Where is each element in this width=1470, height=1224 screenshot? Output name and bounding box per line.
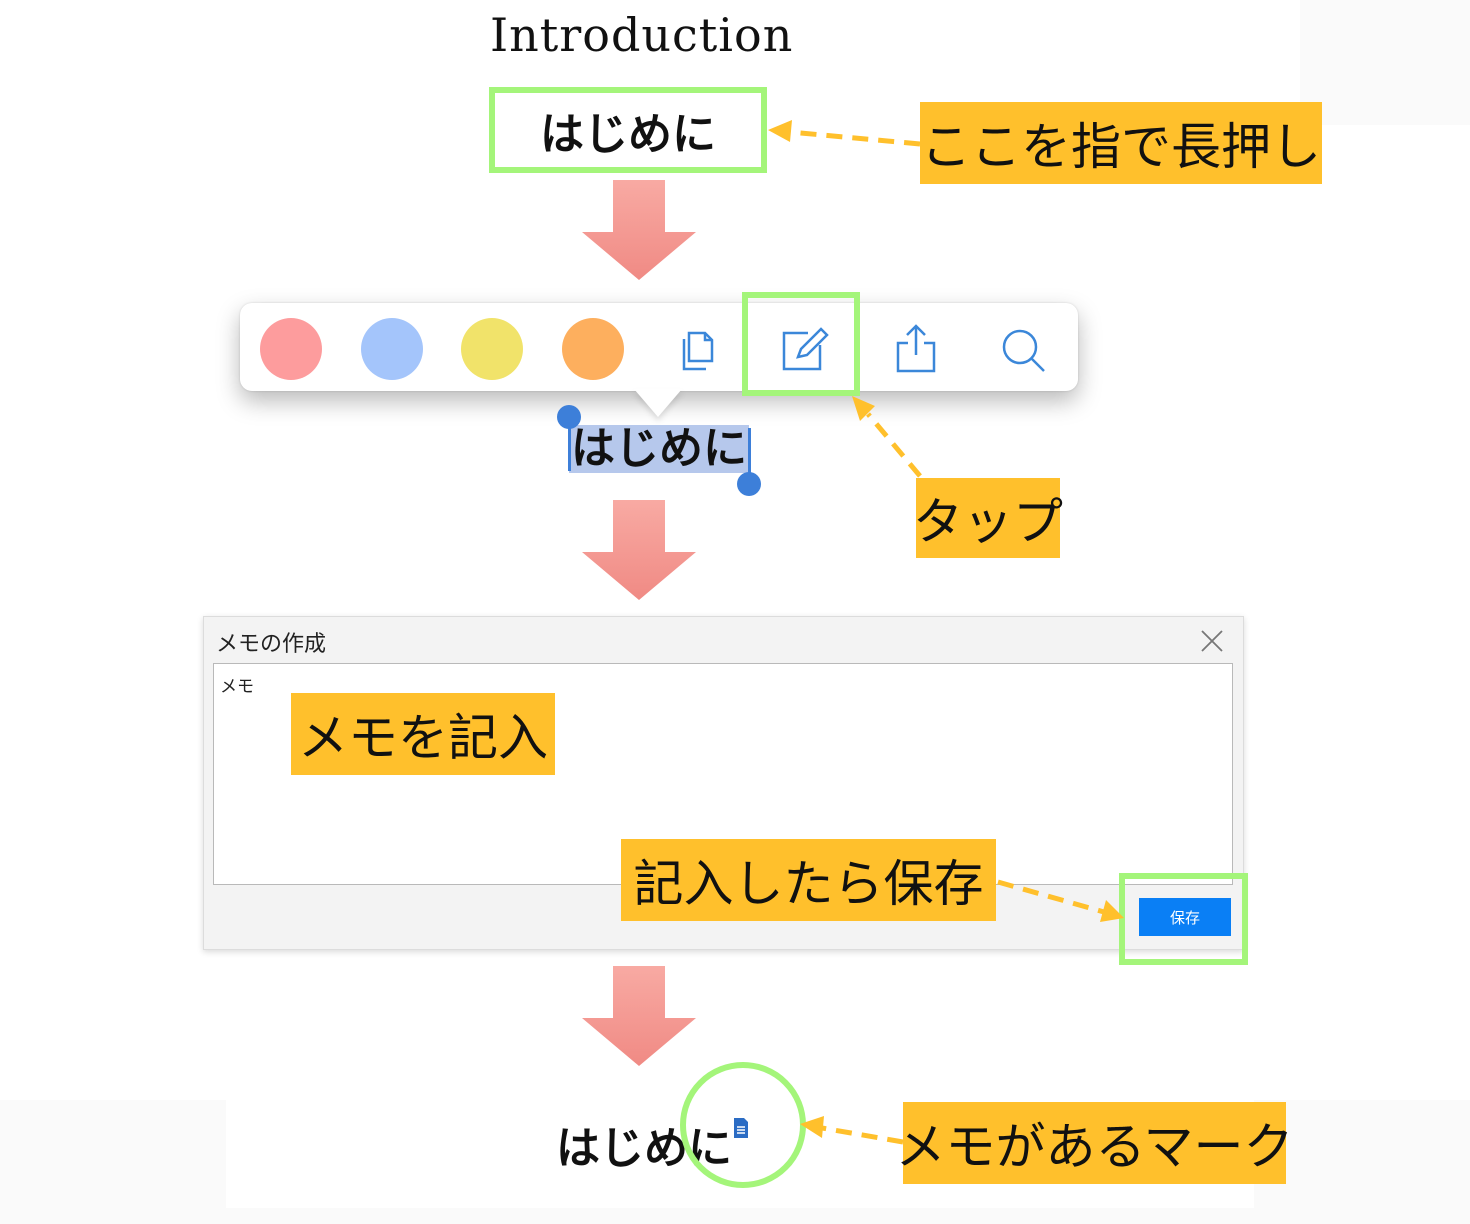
selection-start-line (568, 419, 571, 471)
callout-tap: タップ (913, 478, 1063, 558)
callout-save-after: 記入したら保存 (621, 839, 996, 921)
heading-text-highlighted[interactable]: はじめに (489, 87, 767, 173)
flow-arrow-down-icon (582, 500, 696, 600)
flow-arrow-down-icon (582, 966, 696, 1066)
highlight-orange-button[interactable] (562, 318, 624, 380)
share-icon[interactable] (890, 323, 942, 375)
callout-long-press: ここを指で長押し (920, 102, 1322, 184)
memo-marker-highlight (680, 1062, 806, 1188)
heading-label: はじめに (540, 109, 716, 160)
arrowhead-long-press (768, 120, 792, 142)
page-title: Introduction (490, 8, 794, 62)
flow-arrow-down-icon (582, 180, 696, 280)
highlight-yellow-button[interactable] (461, 318, 523, 380)
dialog-title: メモの作成 (216, 632, 327, 657)
callout-enter-memo: メモを記入 (291, 693, 555, 775)
note-edit-icon[interactable] (778, 323, 830, 375)
toolbar-pointer (634, 389, 682, 417)
callout-memo-mark: メモがあるマーク (896, 1102, 1294, 1184)
save-button-highlight (1119, 873, 1248, 965)
selection-end-handle[interactable] (737, 472, 761, 496)
memo-placeholder: メモ (220, 677, 254, 697)
selection-start-handle[interactable] (557, 405, 581, 429)
selection-end-line (748, 428, 751, 482)
pointer-arrow-long-press (789, 129, 921, 147)
highlight-blue-button[interactable] (361, 318, 423, 380)
corner-panel (1300, 0, 1470, 125)
copy-icon[interactable] (672, 323, 724, 375)
pointer-arrow-tap (866, 412, 922, 478)
close-icon[interactable] (1200, 629, 1224, 653)
save-button[interactable]: 保存 (1139, 898, 1231, 936)
highlight-red-button[interactable] (260, 318, 322, 380)
search-icon[interactable] (996, 323, 1048, 375)
selected-text[interactable]: はじめに (569, 423, 749, 474)
note-button-highlight (742, 292, 860, 396)
arrowhead-tap (852, 396, 875, 421)
